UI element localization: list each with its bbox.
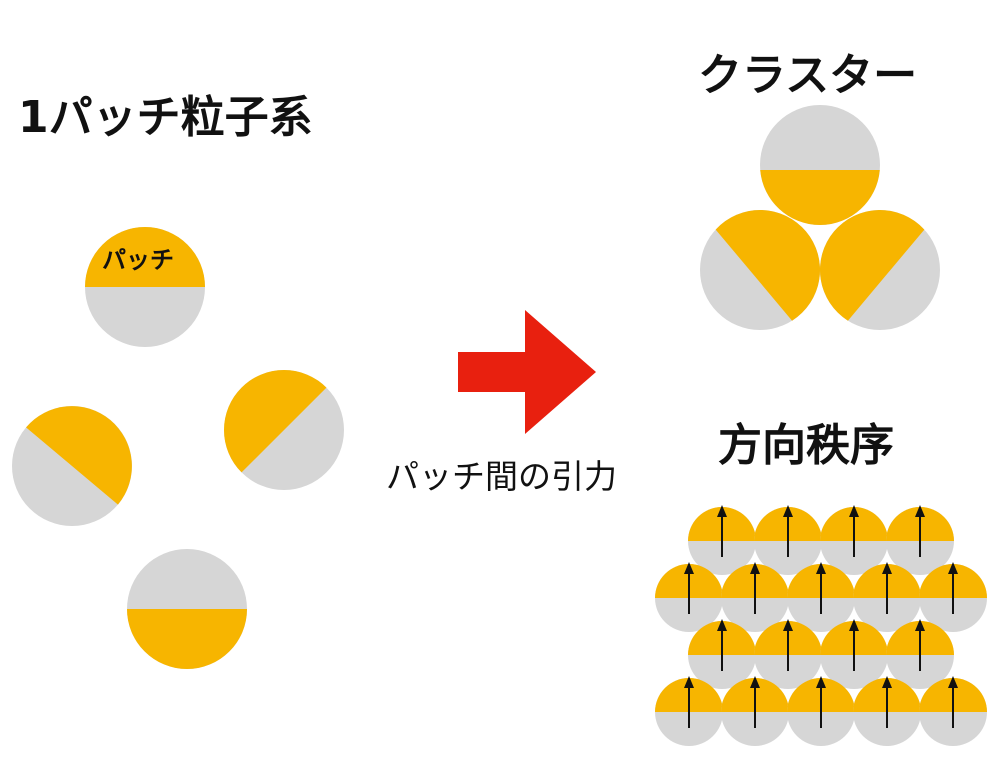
orientation-arrowhead (750, 562, 760, 574)
particle-top (85, 227, 205, 347)
patch (85, 227, 205, 287)
lattice-particle (787, 676, 855, 746)
cluster-title: クラスター (698, 50, 917, 101)
orientational-order-title: 方向秩序 (718, 420, 894, 471)
particle-bottom (127, 549, 247, 669)
patch (760, 170, 880, 225)
lattice-particle (919, 676, 987, 746)
lattice-particle (655, 562, 723, 632)
orientation-arrowhead (816, 676, 826, 688)
patch (715, 209, 821, 321)
orientation-arrowhead (915, 619, 925, 631)
orientation-arrowhead (816, 562, 826, 574)
isolated-particles (12, 227, 344, 669)
lattice-particle (655, 676, 723, 746)
orientation-arrowhead (882, 562, 892, 574)
orientation-arrowhead (849, 505, 859, 517)
orientation-arrowhead (717, 619, 727, 631)
patch (819, 209, 925, 321)
orientation-arrowhead (948, 562, 958, 574)
system-title: 1パッチ粒子系 (18, 92, 313, 143)
lattice-particles (655, 505, 987, 746)
orientation-arrowhead (717, 505, 727, 517)
lattice-particle (886, 619, 954, 689)
orientation-arrowhead (882, 676, 892, 688)
lattice-particle (820, 619, 888, 689)
attraction-label: パッチ間の引力 (386, 457, 617, 496)
lattice-particle (787, 562, 855, 632)
orientation-arrowhead (684, 676, 694, 688)
lattice-particle (853, 562, 921, 632)
cluster-particle-right (819, 209, 940, 330)
lattice-particle (886, 505, 954, 575)
particle-right (223, 369, 344, 490)
lattice-particle (688, 619, 756, 689)
patch (223, 369, 327, 473)
orientation-arrowhead (783, 619, 793, 631)
orientation-arrowhead (849, 619, 859, 631)
patch-label: パッチ (102, 246, 174, 274)
orientation-arrowhead (750, 676, 760, 688)
orientation-arrowhead (915, 505, 925, 517)
lattice-particle (754, 505, 822, 575)
lattice-particle (820, 505, 888, 575)
lattice-particle (721, 562, 789, 632)
orientation-arrowhead (948, 676, 958, 688)
lattice-particle (754, 619, 822, 689)
patch (26, 406, 132, 505)
lattice-particle (688, 505, 756, 575)
orientation-arrowhead (783, 505, 793, 517)
cluster-particles (700, 105, 940, 330)
lattice-particle (721, 676, 789, 746)
cluster-particle-top (760, 105, 880, 225)
orientation-arrowhead (684, 562, 694, 574)
particle-left (12, 406, 132, 526)
patch (127, 609, 247, 669)
lattice-particle (919, 562, 987, 632)
transition-arrow (458, 310, 596, 434)
cluster-particle-left (700, 209, 821, 330)
lattice-particle (853, 676, 921, 746)
